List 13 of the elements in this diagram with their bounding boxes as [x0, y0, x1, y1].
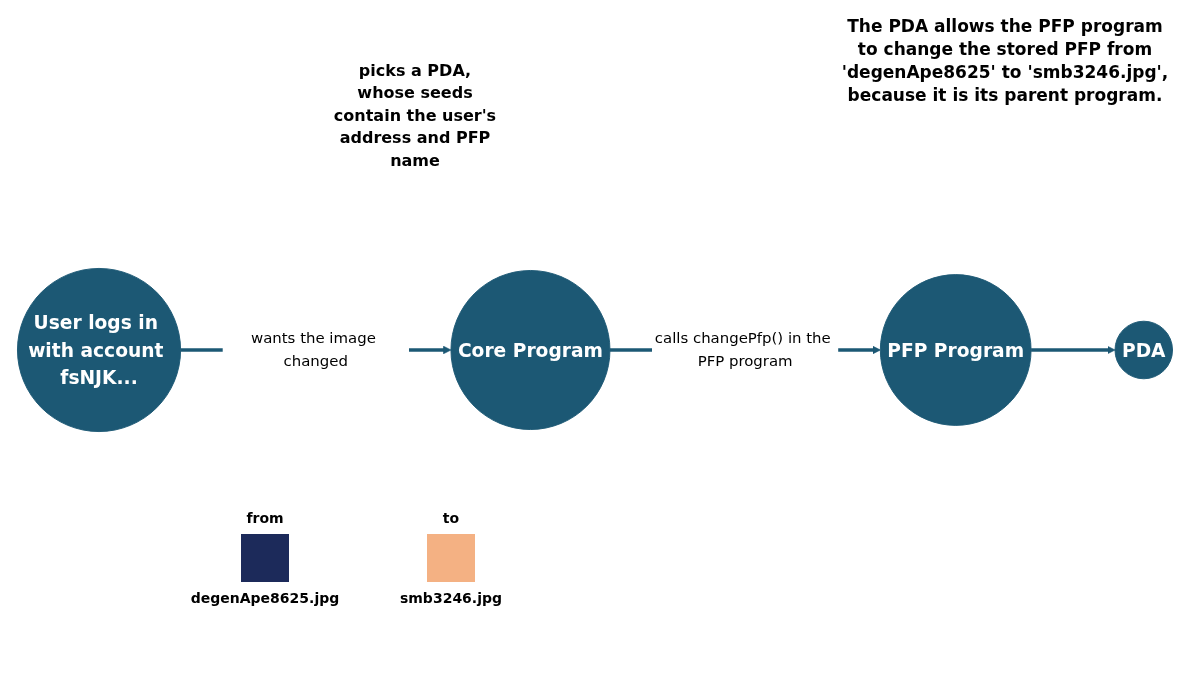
node-circle: PFP Program	[879, 274, 1032, 426]
node-circle: User logs in with account fsNJK...	[17, 267, 182, 433]
caption-text: from	[245, 510, 285, 526]
caption-text: to	[441, 510, 461, 526]
edge-label: wants the image changed	[250, 329, 376, 370]
node-circle: PDA	[1114, 320, 1173, 380]
caption-text: smb3246.jpg	[398, 590, 504, 606]
arrow	[1031, 345, 1116, 355]
edge-label: calls changePfp() in the PFP program	[654, 329, 831, 370]
caption-text: degenApe8625.jpg	[189, 590, 341, 606]
note-text: The PDA allows the PFP program to change the stored PFP from 'degenApe8625' to 'smb3246.jpg', because it is its parent program.	[840, 15, 1170, 107]
note-text: picks a PDA, whose seeds contain the user's address and PFP name	[332, 60, 498, 172]
node-circle: Core Program	[450, 270, 611, 430]
